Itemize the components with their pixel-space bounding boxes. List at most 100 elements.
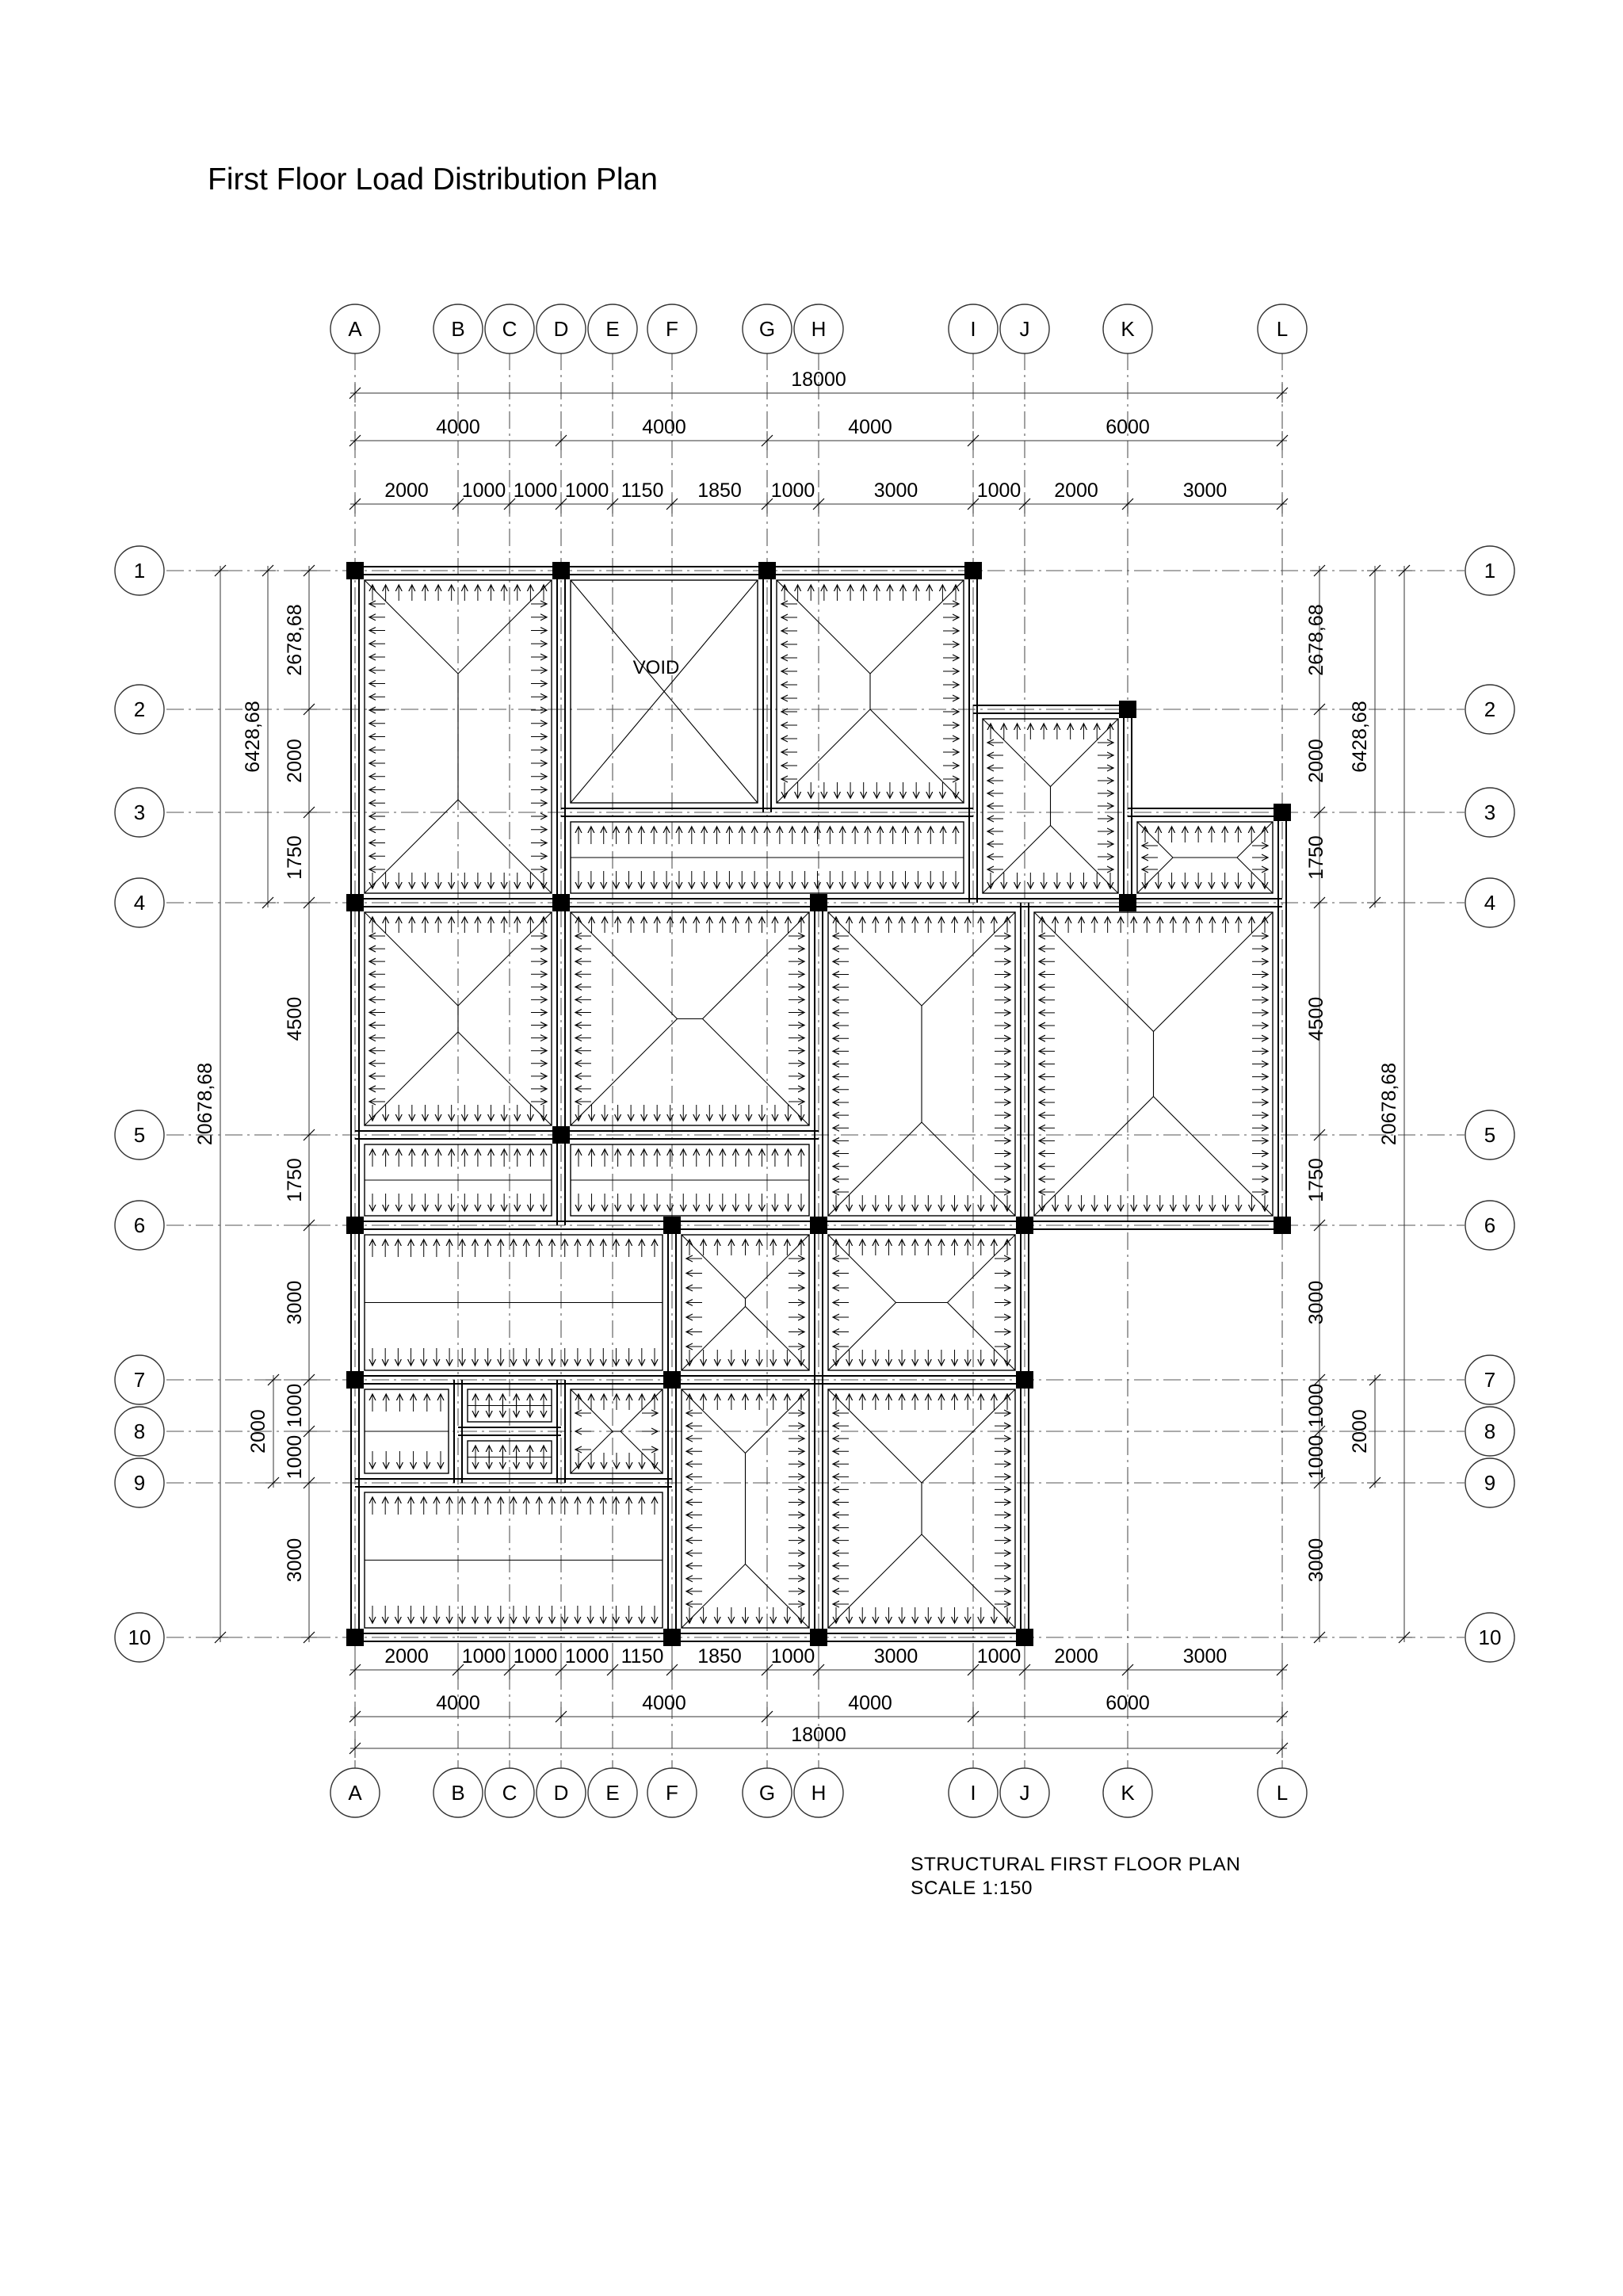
dim-bottom-bays-label-0: 4000 [436, 1692, 480, 1714]
grid-bubble-bottom-A-label: A [348, 1781, 362, 1805]
slab-D4-H5-hip1 [570, 911, 678, 1019]
slab-A4-D5-hip2 [457, 911, 552, 1007]
slab-G1-I3-hip3 [776, 709, 871, 804]
grid-bubble-top-H-label: H [812, 317, 827, 341]
dim-left-spans-label-2: 1750 [284, 835, 306, 880]
slab-void [570, 579, 758, 804]
dim-bottom-spans-tick-5 [666, 1664, 678, 1676]
dim-top-spans-tick-5 [666, 498, 678, 510]
slab-F7-H10 [681, 1389, 810, 1629]
dim-bottom-total-tick-0 [349, 1742, 361, 1755]
dim-top-spans-tick-2 [503, 498, 516, 510]
grid-bubble-left-1-circle [114, 545, 165, 596]
grid-bubble-top-J-circle [999, 304, 1050, 354]
dim-top-spans-tick-11 [1276, 498, 1289, 510]
column-F10 [663, 1629, 681, 1646]
dim-top-spans-tick-9 [1018, 498, 1031, 510]
slab-H6-J7-hip3 [827, 1302, 896, 1371]
slab-H7-J10 [827, 1389, 1016, 1629]
grid-bubble-top-D-label: D [554, 317, 569, 341]
slab-K3-L4-hip3 [1136, 857, 1174, 894]
dim-bottom-spans-tick-10 [1121, 1664, 1134, 1676]
grid-bubble-top-K-label: K [1121, 317, 1135, 341]
columns [346, 562, 1291, 1646]
dim-bottom-spans-label-1: 1000 [462, 1645, 506, 1668]
dim-top-spans-tick-1 [452, 498, 464, 510]
dim-right-group-tick-1 [1369, 896, 1381, 909]
plan-scale: SCALE 1:150 [911, 1878, 1033, 1899]
dim-right-spans-label-2: 1750 [1305, 835, 1327, 880]
slab-J4-L6-hip4 [1153, 1096, 1274, 1217]
grid-bubble-right-3-circle [1465, 787, 1515, 838]
dim-top-spans-label-6: 1000 [771, 479, 815, 502]
dim-bottom-spans-label-4: 1150 [621, 1645, 664, 1668]
grid-bubble-left-4-circle [114, 877, 165, 928]
dim-right-spans-label-8: 3000 [1305, 1538, 1327, 1583]
slab-H7-J10-hip3 [827, 1534, 922, 1629]
dim-left-spans-label-6: 1000 [284, 1384, 306, 1428]
grid-bubble-top-A-circle [330, 304, 380, 354]
slab-A1-D4 [364, 579, 552, 894]
dim-top-bays-tick-3 [967, 434, 980, 447]
dim-right-spans-tick-7 [1313, 1425, 1326, 1438]
grid-bubble-right-5-label: 5 [1484, 1123, 1495, 1147]
dim-left-spans-label-1: 2000 [284, 739, 306, 783]
dim-right-spans-tick-4 [1313, 1129, 1326, 1141]
dim-left-total-tick-1 [214, 1631, 227, 1644]
grid-bubble-right-4-label: 4 [1484, 891, 1495, 915]
slab-J4-L6-hip2 [1153, 911, 1274, 1032]
slab-H4-J6-hip3 [827, 1121, 922, 1217]
dim-top-bays-label-2: 4000 [848, 416, 892, 438]
grid-bubble-right-6-circle [1465, 1200, 1515, 1251]
grid-bubble-bottom-G-label: G [759, 1781, 775, 1805]
grid-bubble-right-2-label: 2 [1484, 697, 1495, 721]
slab-A4-D5-hip4 [457, 1031, 552, 1126]
dim-left-spans-tick-0 [303, 564, 315, 577]
grid-bubble-bottom-K-label: K [1121, 1781, 1135, 1805]
dim-bottom-spans-tick-2 [503, 1664, 516, 1676]
dim-right-spans-label-3: 4500 [1305, 997, 1327, 1041]
grid-bubble-top-E-label: E [605, 317, 619, 341]
dim-left-total-tick-0 [214, 564, 227, 577]
dim-top-total-tick-0 [349, 387, 361, 399]
grid-bubble-left-9-label: 9 [134, 1471, 145, 1495]
grid-bubble-left-10-circle [114, 1612, 165, 1663]
slab-D7-F9 [570, 1389, 663, 1474]
dim-top-bays-tick-1 [555, 434, 567, 447]
grid-bubble-top-C-label: C [502, 317, 517, 341]
dim-right-group2-tick-1 [1369, 1477, 1381, 1489]
column-H10 [810, 1629, 827, 1646]
dim-bottom-spans-tick-7 [812, 1664, 825, 1676]
slab-J4-L6-hip3 [1033, 1096, 1154, 1217]
slab-H4-J6-hip4 [921, 1121, 1016, 1217]
slab-F7-H10-hip1 [681, 1389, 746, 1454]
slab-J4-L6 [1033, 911, 1274, 1217]
slab-H7-J10-hip4 [921, 1534, 1016, 1629]
dim-top-bays-tick-4 [1276, 434, 1289, 447]
dim-right-group2-tick-0 [1369, 1373, 1381, 1386]
dim-left-spans-label-4: 1750 [284, 1158, 306, 1202]
dim-bottom-spans-tick-4 [606, 1664, 619, 1676]
slab-K3-L4-hip4 [1236, 857, 1274, 894]
grid-bubble-top-J-label: J [1020, 317, 1030, 341]
dim-left-group2-tick-0 [267, 1373, 280, 1386]
dim-bottom-bays-tick-4 [1276, 1710, 1289, 1723]
grid-bubble-bottom-D-circle [536, 1767, 586, 1818]
slab-K3-L4-hip2 [1236, 821, 1274, 858]
dim-right-spans-label-7: 1000 [1305, 1435, 1327, 1480]
column-L3 [1274, 804, 1291, 821]
grid-bubble-bottom-E-circle [587, 1767, 638, 1818]
grid-bubble-right-2-circle [1465, 684, 1515, 735]
slab-J4-L6-hip1 [1033, 911, 1154, 1032]
dim-right-spans-tick-1 [1313, 703, 1326, 716]
grid-bubble-bottom-G-circle [742, 1767, 792, 1818]
slab-F6-H7-hip1 [681, 1234, 746, 1299]
grid-bubble-bottom-K-circle [1102, 1767, 1153, 1818]
grid-bubble-right-9-label: 9 [1484, 1471, 1495, 1495]
column-H4 [810, 894, 827, 911]
slab-H4-J6 [827, 911, 1016, 1217]
slab-F7-H10-hip2 [745, 1389, 810, 1454]
grid-bubble-left-6-circle [114, 1200, 165, 1251]
